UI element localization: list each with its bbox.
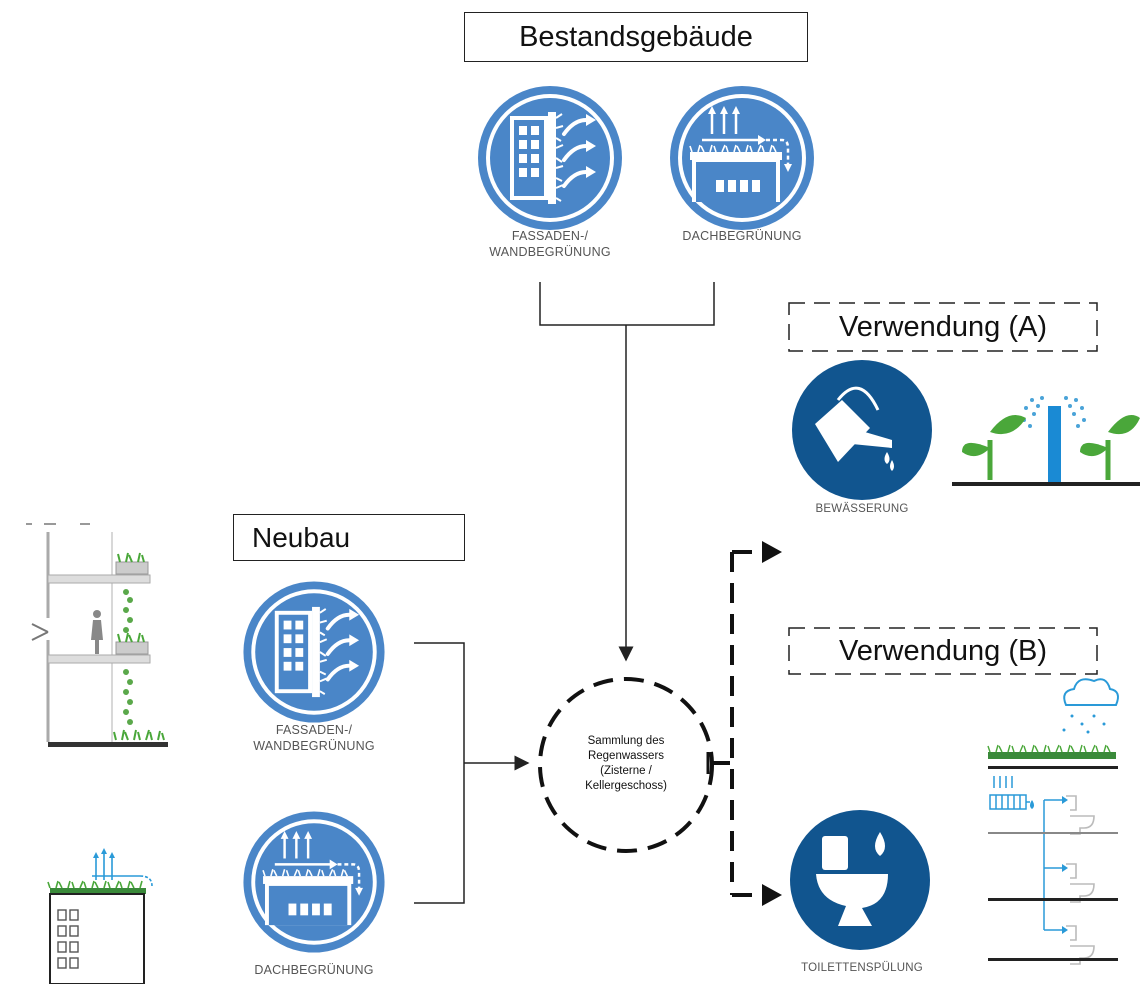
toilet-icon xyxy=(790,810,930,950)
arrow-to-use-a xyxy=(762,541,782,563)
rainwater-reuse-illustration xyxy=(987,678,1119,965)
toilet-label: TOILETTENSPÜLUNG xyxy=(801,962,923,974)
use-a-title: Verwendung (A) xyxy=(788,302,1098,352)
facade-greening-icon-existing xyxy=(476,84,624,232)
existing-building-connector xyxy=(539,282,715,662)
roof-greening-icon-new xyxy=(242,810,386,954)
facade-greening-icon-new xyxy=(241,579,387,725)
new-build-title: Neubau xyxy=(233,514,465,561)
building-section-illustration xyxy=(26,523,168,747)
use-a-dashed-border xyxy=(788,302,1098,352)
new-build-connector xyxy=(414,642,530,904)
facade-label-new-line2: WANDBEGRÜNUNG xyxy=(253,739,375,753)
rainwater-collection-text: Sammlung des Regenwassers (Zisterne / Ke… xyxy=(585,735,667,792)
use-a-label: Verwendung (A) xyxy=(839,310,1047,343)
watering-can-icon xyxy=(792,360,932,500)
small-building-roof-illustration xyxy=(47,848,153,984)
use-b-dashed-border xyxy=(788,627,1098,675)
facade-label-new-line1: FASSADEN-/ xyxy=(275,723,353,737)
use-b-title: Verwendung (B) xyxy=(788,627,1098,675)
facade-label-new: FASSADEN-/ WANDBEGRÜNUNG xyxy=(224,722,404,754)
usage-connector xyxy=(706,550,758,897)
sprinkler-plants-illustration xyxy=(952,396,1140,486)
arrow-to-use-b xyxy=(762,884,782,906)
roof-greening-icon-existing xyxy=(668,84,816,232)
facade-label-existing: FASSADEN-/ WANDBEGRÜNUNG xyxy=(460,228,640,260)
roof-label-existing: DACHBEGRÜNUNG xyxy=(682,229,802,243)
existing-building-title: Bestandsgebäude xyxy=(464,12,808,62)
irrigation-label: BEWÄSSERUNG xyxy=(815,503,909,515)
facade-label-existing-line2: WANDBEGRÜNUNG xyxy=(489,245,611,259)
roof-label-new: DACHBEGRÜNUNG xyxy=(254,963,374,977)
facade-label-existing-line1: FASSADEN-/ xyxy=(511,229,589,243)
use-b-label: Verwendung (B) xyxy=(839,634,1047,667)
